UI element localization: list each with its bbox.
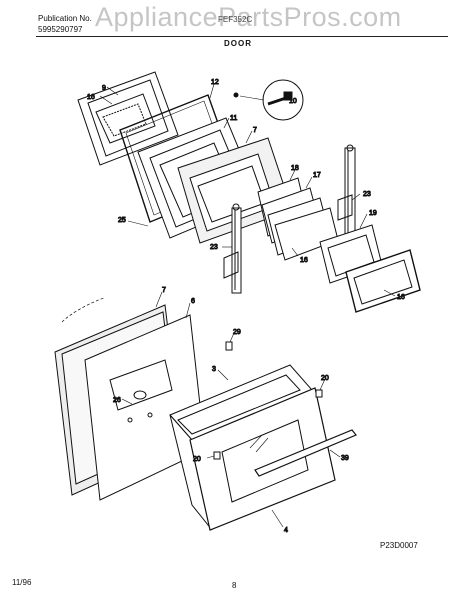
wire-dashed [61,297,105,323]
callout-11: 11 [230,115,237,122]
callout-16: 16 [87,94,95,101]
callout-19: 19 [369,210,377,217]
model-number: FEF352C [218,15,253,24]
part-door-handle [254,429,357,477]
callout-20-right: 20 [321,375,329,382]
callout-3: 3 [212,366,216,373]
callout-25: 25 [118,217,126,224]
publication-label: Publication No. [38,14,92,23]
section-title: DOOR [224,39,252,48]
callout-20-left: 20 [193,456,201,463]
callout-10: 10 [289,98,297,105]
part-hinge-right [337,144,356,244]
publication-number: 5995290797 [38,25,83,34]
callout-7: 7 [253,127,257,134]
screw-detail [233,79,304,121]
callout-23-right: 23 [363,191,371,198]
part-door-front [169,364,313,531]
callout-12: 12 [211,79,219,86]
callout-18: 18 [291,165,299,172]
part-trim-frame [345,249,421,313]
part-glass-pack [257,177,339,261]
part-door-glass-panel [189,387,336,531]
callout-6: 6 [191,298,195,305]
callout-17: 17 [313,172,321,179]
part-hinge-left [223,203,242,294]
callout-16-trim: 16 [397,294,405,301]
callout-26: 26 [113,397,121,404]
watermark: AppliancePartsPros.com [95,2,402,32]
part-inner-liner [77,71,179,166]
leader-lines [99,83,396,528]
callout-23-left: 23 [210,244,218,251]
footer-date: 11/96 [12,578,32,587]
part-clip [315,389,323,398]
header-rule [36,36,448,37]
part-pin [225,341,233,351]
callout-9: 9 [102,85,106,92]
callout-7-lower: 7 [162,287,166,294]
part-clip [213,451,221,460]
callout-29: 29 [233,329,241,336]
callout-16-mid: 16 [300,257,308,264]
callout-4: 4 [284,527,288,534]
diagram-code: P23D0007 [380,541,418,550]
page-number: 8 [232,581,237,590]
part-inner-panel [84,314,206,501]
callout-39: 39 [341,455,349,462]
